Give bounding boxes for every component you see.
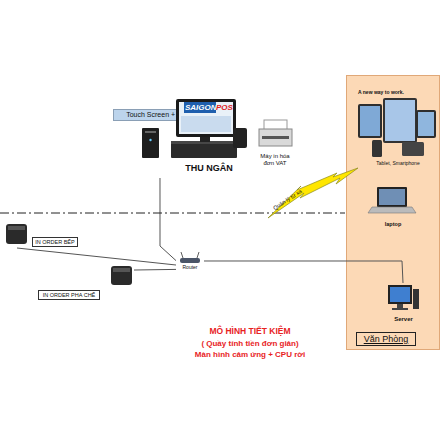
bar-printer-node: IN ORDER PHA CHẾ xyxy=(36,263,134,302)
cashier-station: THU NGÂN xyxy=(138,98,242,178)
device-label-box: Touch Screen + CPU xyxy=(113,109,205,121)
screen-content xyxy=(181,116,231,132)
server-screen xyxy=(390,287,410,302)
tablet-device xyxy=(358,104,382,138)
office-panel: Văn Phòng A new way to work. Tablet, Smart… xyxy=(346,75,440,350)
tablet-screen xyxy=(418,112,434,136)
vat-printer xyxy=(259,129,292,146)
tablet-device xyxy=(383,98,417,143)
node-text: laptop xyxy=(369,221,417,229)
network-cable xyxy=(134,269,176,271)
node-text: Router xyxy=(176,265,204,272)
cpu-led xyxy=(149,139,151,141)
wireless-label: Quản lý từ xa xyxy=(272,181,313,211)
logo-text: POS xyxy=(216,103,234,112)
printer-slot xyxy=(113,268,130,272)
printer-paper xyxy=(264,120,287,130)
zone-divider xyxy=(0,213,345,214)
logo-band xyxy=(184,102,216,113)
router-symbol xyxy=(180,258,200,263)
network-cable xyxy=(17,248,176,265)
monitor-screen xyxy=(179,102,233,134)
laptop-node: laptop xyxy=(369,184,417,230)
tablet-node: A new way to work. Tablet, Smartphone xyxy=(356,89,440,171)
node-text: THU NGÂN xyxy=(178,163,240,175)
server-stand xyxy=(392,308,408,310)
cpu-tower xyxy=(142,128,159,158)
node-text: Máy in hóa đơn VAT xyxy=(255,153,295,171)
network-cable xyxy=(204,261,403,283)
node-text: IN ORDER BẾP xyxy=(32,237,78,247)
cpu-drive xyxy=(145,131,156,133)
vat-printer-node: Máy in hóa đơn VAT xyxy=(255,119,295,171)
touch-monitor xyxy=(176,99,236,137)
router-node: Router xyxy=(176,254,204,276)
monitor-stand xyxy=(200,134,210,142)
node-text: A new way to work. xyxy=(358,90,418,97)
order-printer xyxy=(111,266,132,285)
node-text: Touch Screen + CPU xyxy=(114,110,204,120)
laptop-screen xyxy=(379,189,405,205)
server-monitor xyxy=(388,285,412,304)
tablet-screen xyxy=(360,106,380,136)
server-node: Server xyxy=(386,283,421,327)
wireless-bolt xyxy=(268,168,358,218)
node-text: Tablet, Smartphone xyxy=(363,161,433,168)
order-printer xyxy=(6,224,27,244)
node-text: Văn Phòng xyxy=(356,332,416,346)
node-text: Server xyxy=(386,316,421,324)
tablet-screen xyxy=(385,100,415,141)
printer-slot xyxy=(8,226,25,230)
printer-slot xyxy=(262,136,289,139)
smartphone xyxy=(372,140,382,157)
kitchen-printer-node: IN ORDER BẾP xyxy=(4,220,78,248)
node-text: IN ORDER PHA CHẾ xyxy=(38,290,100,300)
laptop-lid xyxy=(377,187,407,207)
router-antenna xyxy=(181,252,183,258)
server-stand xyxy=(397,304,403,308)
tablet-device xyxy=(416,110,436,138)
cash-drawer-top xyxy=(171,141,237,144)
tablet-device xyxy=(402,142,424,156)
receipt-printer xyxy=(233,128,247,148)
cash-drawer xyxy=(171,141,237,158)
laptop-base xyxy=(368,207,416,213)
caption-line: ( Quầy tính tiền đơn giản) xyxy=(150,339,350,348)
caption-line: MÔ HÌNH TIẾT KIỆM xyxy=(150,327,350,337)
router-antenna xyxy=(197,252,199,258)
server-tower xyxy=(413,289,419,309)
caption-line: Màn hình cảm ứng + CPU rời xyxy=(150,350,350,359)
network-cable xyxy=(160,178,176,261)
